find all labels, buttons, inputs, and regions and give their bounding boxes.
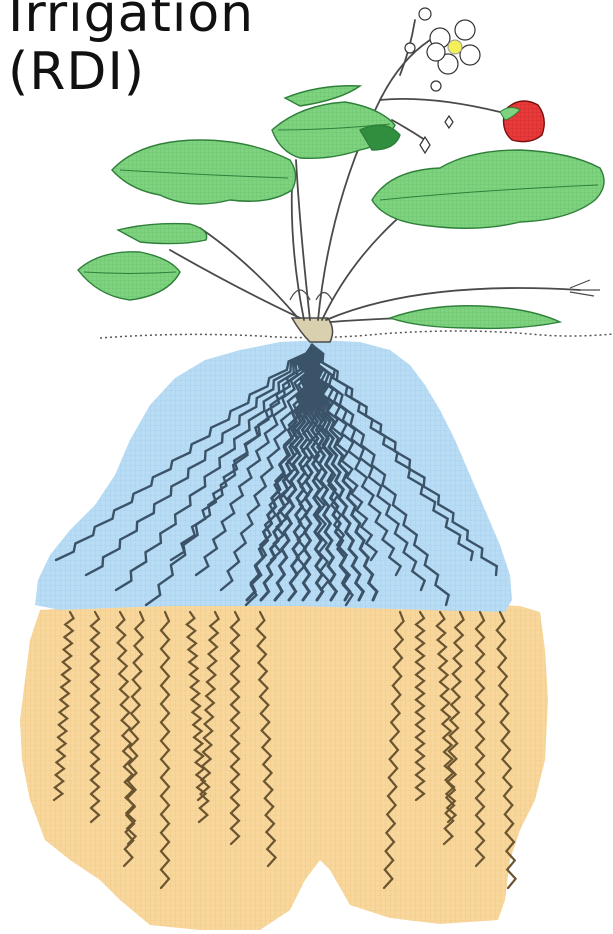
leaf-left-large — [112, 140, 296, 204]
leaf-left-small — [118, 224, 207, 244]
plant-crown-detail — [290, 290, 332, 300]
flower-icon — [427, 20, 480, 74]
runner-tip — [570, 280, 600, 296]
dry-zone — [20, 600, 548, 930]
leaf-bottom-right — [390, 306, 560, 329]
title-line-1: Irrigation — [8, 0, 254, 40]
plant-crown — [292, 318, 333, 342]
leaf-right-large — [372, 150, 604, 228]
soil-surface-line — [100, 331, 613, 338]
title-line-2: (RDI) — [8, 46, 145, 98]
strawberry-icon — [500, 101, 544, 142]
leaf-left-lower — [78, 252, 180, 300]
